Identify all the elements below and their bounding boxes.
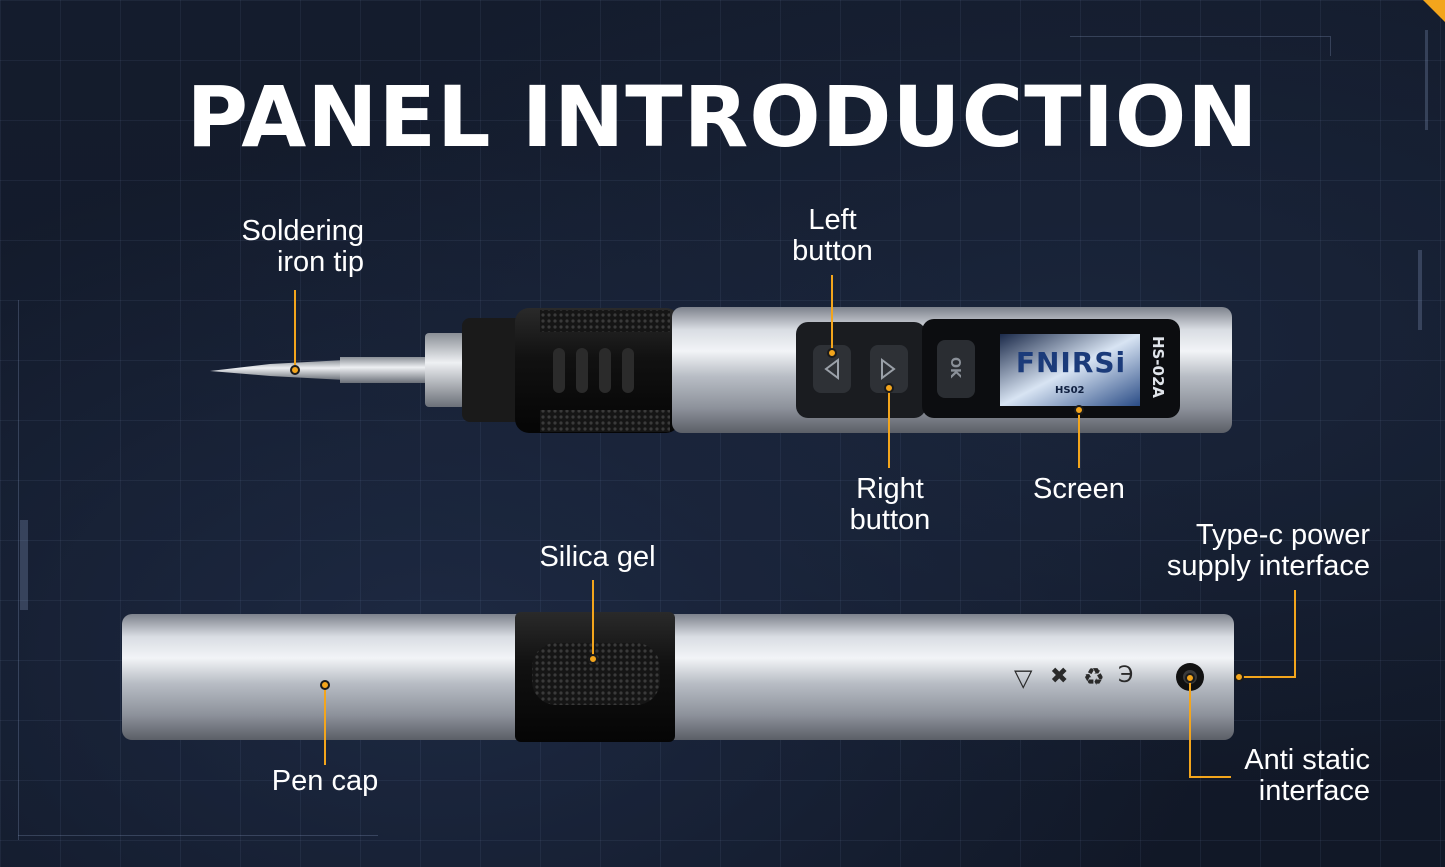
label-silica-gel: Silica gel — [539, 541, 656, 573]
soldering-iron — [210, 307, 1232, 433]
recycle-icon: ♻ — [1083, 663, 1105, 691]
label-anti-static-interface: Anti static interface — [1244, 744, 1370, 807]
dot-right-button — [884, 383, 894, 393]
leader-silica-gel — [592, 580, 594, 658]
frame-line — [1418, 250, 1422, 330]
pen-cap-view — [122, 612, 1234, 742]
dot-tip — [290, 365, 300, 375]
ce-icon: Э — [1118, 663, 1134, 688]
leader-left-button — [831, 275, 833, 353]
frame-line — [18, 300, 19, 840]
dot-pen-cap — [320, 680, 330, 690]
leader-type-c-vertical — [1294, 590, 1296, 677]
leader-anti-static-horizontal — [1189, 776, 1231, 778]
leader-right-button — [888, 388, 890, 468]
leader-screen — [1078, 410, 1080, 468]
corner-accent — [1423, 0, 1445, 22]
dot-type-c — [1234, 672, 1244, 682]
label-pen-cap: Pen cap — [271, 765, 379, 797]
frame-line — [20, 520, 28, 610]
device-screen-text: HS02 — [1055, 385, 1085, 396]
dot-left-button — [827, 348, 837, 358]
weee-icon: ✖ — [1050, 664, 1069, 689]
leader-type-c-horizontal — [1240, 676, 1296, 678]
warning-icon: ▽ — [1014, 664, 1033, 692]
dot-screen — [1074, 405, 1084, 415]
dot-silica-gel — [588, 654, 598, 664]
device-brand-logo: FNIRSi — [1015, 346, 1127, 379]
page-title: PANEL INTRODUCTION — [186, 68, 1259, 166]
device-model-label: HS-02A — [1149, 335, 1167, 399]
label-screen: Screen — [1033, 473, 1125, 505]
frame-line — [1070, 36, 1330, 37]
frame-line — [1330, 36, 1331, 56]
ok-icon: OK — [947, 356, 963, 379]
frame-line — [18, 835, 378, 836]
label-right-button: Right button — [849, 473, 931, 536]
label-type-c-interface: Type-c power supply interface — [1166, 519, 1370, 582]
label-left-button: Left button — [792, 204, 873, 267]
frame-line — [1425, 30, 1428, 130]
label-soldering-iron-tip: Soldering iron tip — [241, 215, 364, 278]
leader-pen-cap — [324, 685, 326, 765]
leader-tip — [294, 290, 296, 370]
leader-anti-static-vertical — [1189, 680, 1191, 777]
dot-anti-static — [1185, 673, 1195, 683]
